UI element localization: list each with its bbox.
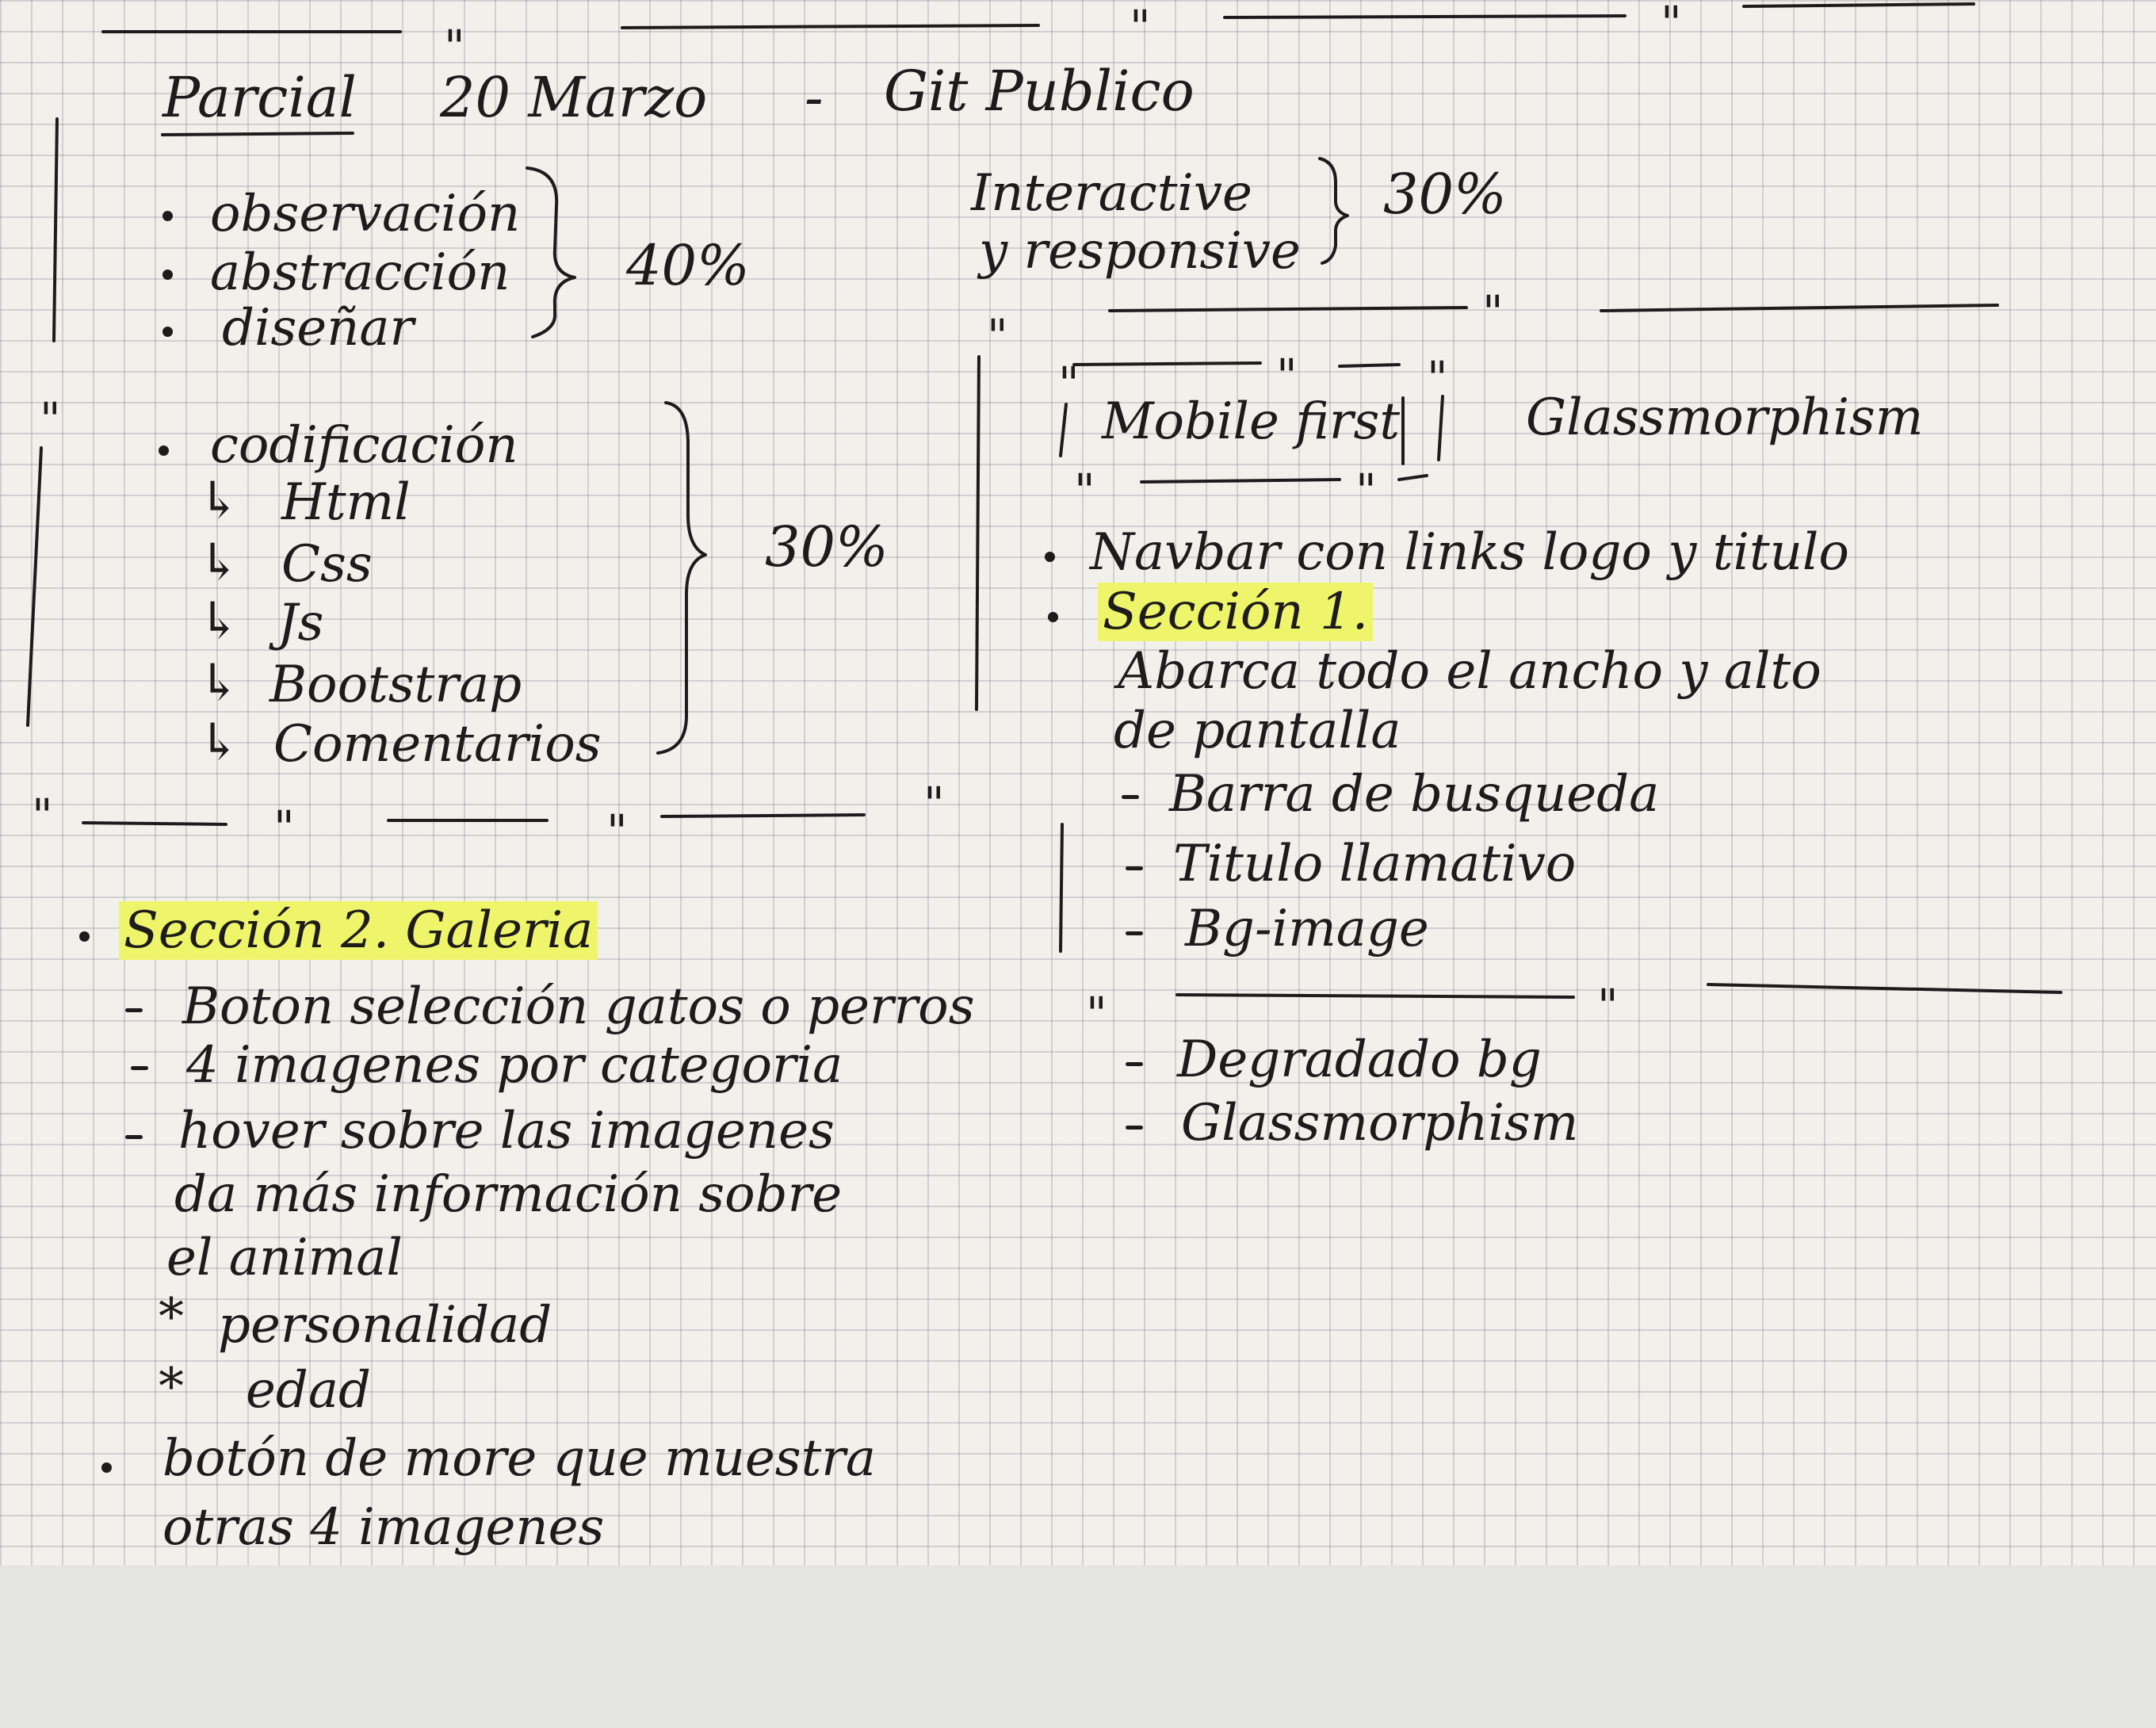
section-1-item: Titulo llamativo	[1173, 835, 1577, 893]
criteria-item: abstracción	[210, 243, 510, 302]
criteria-line: y responsive	[979, 222, 1301, 281]
section-1-item: Bg-image	[1185, 900, 1429, 958]
dash	[125, 1008, 143, 1012]
section-2-cont: el animal	[166, 1229, 403, 1287]
bullet	[162, 270, 173, 280]
section-1-title: Sección 1.	[1098, 583, 1374, 641]
navbar-note: Navbar con links logo y titulo	[1090, 523, 1849, 582]
criteria-item: codificación	[210, 416, 518, 475]
ditto-mark: "	[273, 801, 295, 854]
bullet	[1045, 552, 1055, 562]
header-repo: Git Publico	[884, 59, 1195, 124]
dash	[1126, 931, 1143, 935]
dash	[1126, 866, 1143, 870]
ditto-mark: "	[1427, 351, 1448, 405]
bullet	[162, 211, 173, 221]
dash	[1122, 795, 1139, 799]
dash	[1126, 1062, 1143, 1066]
section-2-more: botón de more que muestra	[162, 1429, 877, 1488]
criteria-item: diseñar	[222, 299, 415, 357]
tag-mobile-first: Mobile first	[1102, 392, 1401, 451]
ditto-mark: "	[923, 777, 945, 831]
ditto-mark: "	[1058, 357, 1080, 411]
arrow-mark: ↳	[198, 713, 241, 772]
criteria-line: Interactive	[971, 164, 1252, 223]
notebook-page	[0, 0, 2156, 1566]
ditto-mark: "	[987, 309, 1008, 363]
highlight: Sección 1.	[1098, 583, 1374, 641]
section-2-star-item: edad	[246, 1361, 371, 1420]
section-1-desc: de pantalla	[1114, 702, 1401, 760]
ditto-mark: "	[1355, 464, 1377, 518]
header-dash: -	[805, 65, 824, 130]
arrow-mark: ↳	[198, 654, 241, 713]
section-1-item: Barra de busqueda	[1169, 765, 1660, 824]
bullet	[1048, 612, 1058, 622]
dash	[1126, 1126, 1143, 1130]
ditto-mark: "	[606, 805, 628, 858]
star-mark: *	[159, 1358, 184, 1416]
ditto-mark: "	[1086, 987, 1107, 1041]
section-1-desc: Abarca todo el ancho y alto	[1118, 642, 1822, 701]
section-2-cont: da más información sobre	[174, 1165, 843, 1224]
ditto-mark: "	[1661, 0, 1682, 50]
criteria-subitem: Css	[281, 535, 373, 594]
section-2-title: Sección 2. Galeria	[119, 901, 598, 960]
section-2-item: 4 imagenes por categoria	[186, 1036, 843, 1095]
criteria-percent: 30%	[765, 514, 889, 579]
section-2-item: Boton selección gatos o perros	[182, 977, 975, 1036]
ditto-mark: "	[40, 392, 61, 446]
dash	[131, 1066, 148, 1070]
arrow-mark: ↳	[198, 533, 241, 592]
header-date: 20 Marzo	[440, 65, 708, 130]
arrow-mark: ↳	[198, 592, 241, 651]
dash	[125, 1135, 143, 1139]
criteria-item: observación	[210, 185, 521, 243]
section-1-extra: Glassmorphism	[1181, 1094, 1579, 1153]
section-2-more: otras 4 imagenes	[162, 1498, 605, 1557]
criteria-percent: 40%	[626, 233, 750, 298]
section-1-extra: Degradado bg	[1177, 1030, 1542, 1089]
tag-glassmorphism: Glassmorphism	[1526, 388, 1924, 447]
criteria-percent: 30%	[1383, 162, 1507, 227]
star-mark: *	[159, 1288, 184, 1347]
bullet	[79, 931, 90, 942]
ditto-mark: "	[1597, 979, 1619, 1033]
bullet	[101, 1462, 112, 1473]
ditto-mark: "	[1276, 349, 1298, 403]
criteria-subitem: Html	[281, 473, 411, 532]
bullet	[162, 327, 173, 337]
section-2-star-item: personalidad	[218, 1296, 552, 1355]
criteria-subitem: Comentarios	[273, 715, 602, 774]
ditto-mark: "	[1074, 464, 1095, 518]
highlight: Sección 2. Galeria	[119, 901, 598, 960]
ditto-mark: "	[32, 789, 53, 843]
ditto-mark: "	[1482, 285, 1504, 339]
criteria-subitem: Js	[277, 594, 324, 652]
header-title: Parcial	[162, 65, 357, 130]
criteria-subitem: Bootstrap	[270, 656, 522, 714]
ditto-mark: "	[444, 20, 465, 74]
section-2-item: hover sobre las imagenes	[178, 1102, 835, 1160]
bullet	[159, 445, 169, 456]
ditto-mark: "	[1130, 0, 1151, 54]
desk-surface	[0, 1566, 2156, 1728]
arrow-mark: ↳	[198, 472, 241, 530]
